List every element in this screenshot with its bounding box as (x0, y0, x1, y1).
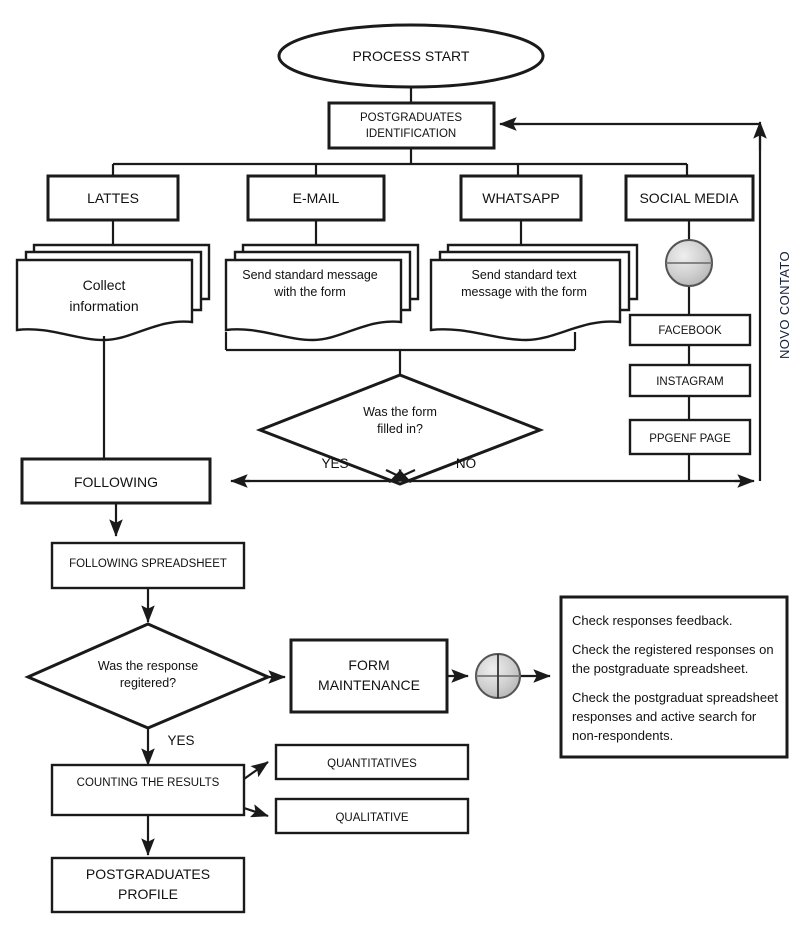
node-instagram (628, 363, 752, 398)
node-postgraduates-identification (327, 101, 496, 150)
qualitative-label: QUALITATIVE (335, 812, 408, 824)
node-qualitative (274, 797, 470, 835)
channel-email-label: E-MAIL (293, 190, 340, 206)
note-line-3: the postgraduate spreadsheet. (572, 661, 748, 676)
node-channel-lattes (46, 174, 180, 222)
identification-line1: POSTGRADUATES (360, 112, 462, 124)
instagram-label: INSTAGRAM (656, 376, 724, 388)
note-line-6: non-respondents. (572, 728, 673, 743)
note-line-5: responses and active search for (572, 709, 757, 724)
note-line-1: Check responses feedback. (572, 613, 732, 628)
profile-line2: PROFILE (118, 886, 178, 902)
decision-form-line1: Was the form (363, 405, 437, 419)
channel-whatsapp-label: WHATSAPP (482, 190, 560, 206)
process-start-label: PROCESS START (353, 48, 470, 64)
node-quantitatives (274, 743, 470, 781)
node-notes-box (559, 595, 789, 759)
ppgenf-label: PPGENF PAGE (649, 433, 731, 445)
decision-response-yes-label: YES (167, 733, 194, 748)
loop-label-novo-contato: NOVO CONTATO (777, 251, 792, 359)
node-form-maintenance (289, 638, 449, 714)
node-channel-email (246, 174, 386, 222)
doc-whatsapp-line2: message with the form (461, 285, 587, 299)
decision-response-line1: Was the response (98, 659, 198, 673)
note-line-4: Check the postgraduat spreadsheet (572, 690, 778, 705)
counting-results-label: COUNTING THE RESULTS (77, 777, 220, 789)
channel-social-media-label: SOCIAL MEDIA (639, 190, 739, 206)
identification-line2: IDENTIFICATION (366, 128, 457, 140)
following-spreadsheet-label: FOLLOWING SPREADSHEET (69, 558, 227, 570)
channel-lattes-label: LATTES (87, 190, 139, 206)
form-maintenance-line1: FORM (348, 657, 389, 673)
form-maintenance-line2: MAINTENANCE (318, 677, 420, 693)
doc-whatsapp-front (429, 258, 622, 342)
edge-counting-to-qualitative (243, 804, 269, 818)
decision-form-line2: filled in? (377, 422, 423, 436)
doc-whatsapp-line1: Send standard text (472, 268, 577, 282)
node-postgraduates-profile (50, 856, 246, 914)
doc-email-line1: Send standard message (242, 268, 378, 282)
note-line-2: Check the registered responses on (572, 642, 774, 657)
node-facebook (628, 313, 752, 347)
node-ppgenf-page (628, 418, 752, 456)
node-counting-results (50, 763, 246, 817)
quantitatives-label: QUANTITATIVES (327, 758, 417, 770)
doc-collect-line1: Collect (83, 277, 126, 293)
doc-email-line2: with the form (273, 285, 346, 299)
doc-collect-line2: information (69, 298, 138, 314)
node-channel-social-media (624, 174, 755, 222)
node-decision-form-filled (255, 373, 545, 486)
edge-counting-to-quantitatives (243, 761, 269, 780)
decision-form-no-label: NO (456, 456, 476, 471)
facebook-label: FACEBOOK (658, 325, 722, 337)
following-label: FOLLOWING (74, 474, 158, 490)
profile-line1: POSTGRADUATES (86, 866, 210, 882)
decision-response-line2: regitered? (120, 676, 176, 690)
doc-email-front (224, 258, 403, 342)
decision-form-yes-label: YES (321, 456, 348, 471)
